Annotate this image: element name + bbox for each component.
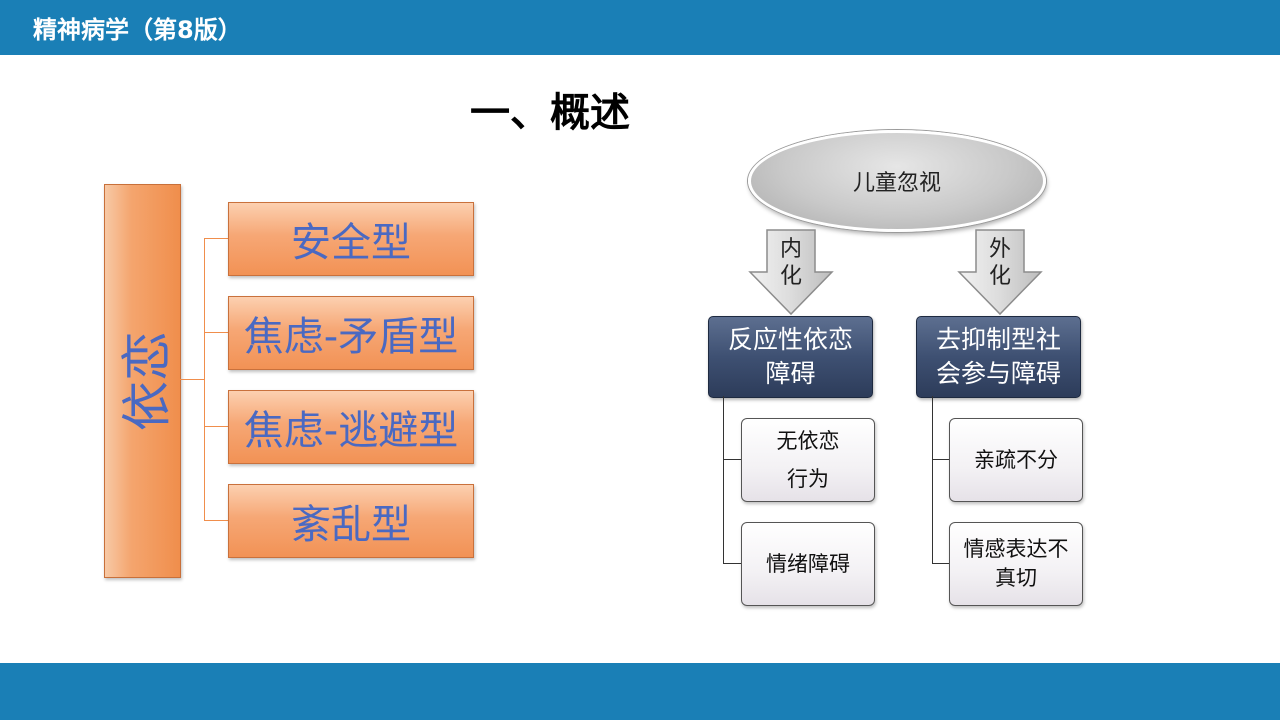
box-title-line: 会参与障碍	[935, 359, 1061, 388]
connector-line	[723, 396, 724, 564]
item-line: 亲疏不分	[974, 448, 1058, 472]
connector-line	[204, 238, 205, 520]
item-line: 情绪障碍	[766, 552, 850, 576]
arrow-label-char: 外	[988, 237, 1011, 262]
connector-line	[932, 396, 933, 564]
item-emotional-disorder: 情绪障碍	[741, 522, 875, 606]
attachment-root-box: 依恋	[104, 184, 181, 578]
connector-line	[204, 238, 228, 239]
attachment-root-label: 依恋	[117, 331, 176, 431]
down-arrow-icon	[957, 229, 1043, 316]
arrow-label-char: 化	[779, 264, 802, 289]
item-line: 行为	[787, 467, 829, 491]
item-no-attachment-behavior: 无依恋 行为	[741, 418, 875, 502]
arrow-label-char: 内	[779, 237, 802, 262]
item-line: 情感表达不	[963, 537, 1069, 561]
connector-line	[204, 332, 228, 333]
item-insincere-emotional-expression: 情感表达不 真切	[949, 522, 1083, 606]
connector-line	[932, 459, 949, 460]
disinhibited-social-engagement-box: 去抑制型社 会参与障碍	[916, 316, 1081, 398]
connector-line	[723, 563, 741, 564]
connector-line	[204, 520, 228, 521]
connector-line	[179, 379, 204, 380]
header-title: 精神病学（第8版）	[33, 16, 242, 44]
arrow-label-externalizing: 外 化	[985, 236, 1015, 290]
header-bar: 精神病学（第8版）	[0, 0, 1280, 55]
item-indiscriminate-familiarity: 亲疏不分	[949, 418, 1083, 502]
attachment-type-anxious-ambivalent: 焦虑-矛盾型	[228, 296, 474, 370]
attachment-type-disorganized: 紊乱型	[228, 484, 474, 558]
connector-line	[932, 563, 949, 564]
down-arrow-icon	[748, 229, 834, 316]
footer-bar	[0, 663, 1280, 720]
item-line: 真切	[995, 566, 1037, 590]
neglect-root-label: 儿童忽视	[852, 171, 941, 196]
item-line: 无依恋	[776, 429, 840, 453]
attachment-type-anxious-avoidant: 焦虑-逃避型	[228, 390, 474, 464]
attachment-type-secure: 安全型	[228, 202, 474, 276]
neglect-root-ellipse: 儿童忽视	[748, 130, 1046, 232]
page-title: 一、概述	[470, 90, 630, 136]
box-title-line: 障碍	[765, 359, 816, 388]
connector-line	[723, 459, 741, 460]
connector-line	[204, 426, 228, 427]
box-title-line: 去抑制型社	[935, 325, 1061, 354]
reactive-attachment-disorder-box: 反应性依恋 障碍	[708, 316, 873, 398]
arrow-label-internalizing: 内 化	[776, 236, 806, 290]
arrow-label-char: 化	[988, 264, 1011, 289]
box-title-line: 反应性依恋	[727, 325, 853, 354]
